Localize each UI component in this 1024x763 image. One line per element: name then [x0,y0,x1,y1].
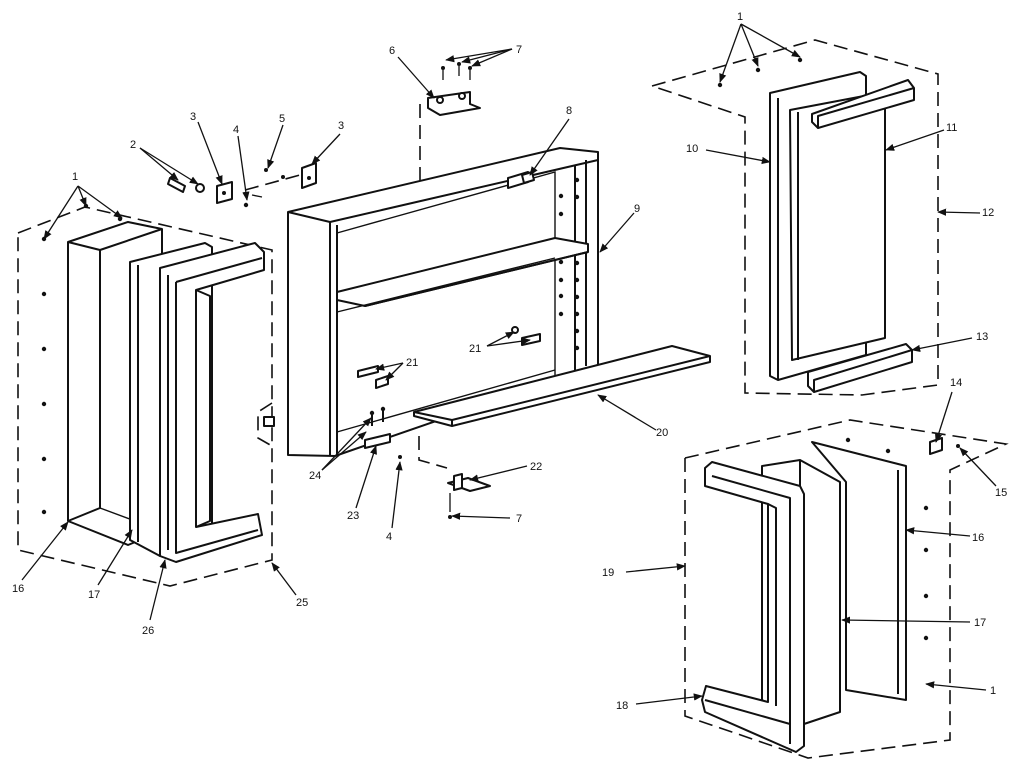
callout-25: 25 [296,597,308,609]
callout-14: 14 [950,377,962,389]
callout-20: 20 [656,427,668,439]
callout-2: 2 [130,139,136,151]
callout-6: 6 [389,45,395,57]
callout-24: 24 [309,470,321,482]
callout-21-left: 21 [406,357,418,369]
lower-right-enclosure [684,419,1009,759]
callout-22: 22 [530,461,542,473]
callout-1-left: 1 [72,171,78,183]
callout-13: 13 [976,331,988,343]
right-box-16 [811,441,907,701]
callout-4-bottom: 4 [386,531,392,543]
callout-9: 9 [634,203,640,215]
callout-16-left: 16 [12,583,24,595]
callout-21-right: 21 [469,343,481,355]
callout-7-top: 7 [516,44,522,56]
callout-19: 19 [602,567,614,579]
callout-15: 15 [995,487,1007,499]
callout-labels: 1 2 3 4 5 3 6 7 8 9 21 21 20 24 23 4 22 … [12,11,1007,712]
lower-right-cabinet-group [684,419,1009,759]
adjustable-shelf-20 [413,345,711,427]
left-side-cabinet-group [17,162,317,587]
callout-1-lower-right: 1 [990,685,996,697]
callout-8: 8 [566,105,572,117]
door-rail-13 [807,343,913,393]
callout-4-top: 4 [233,124,239,136]
center-cabinet-group [287,62,711,519]
callout-7-bottom: 7 [516,513,522,525]
leader-lines [21,23,997,705]
upper-right-door-group [649,39,939,396]
callout-3-right: 3 [338,120,344,132]
callout-23: 23 [347,510,359,522]
callout-10: 10 [686,143,698,155]
door-frame-11 [789,91,886,361]
callout-17-left: 17 [88,589,100,601]
callout-3-left: 3 [190,111,196,123]
callout-1-upper-right: 1 [737,11,743,23]
upper-right-enclosure [649,39,939,396]
callout-17-right: 17 [974,617,986,629]
callout-26: 26 [142,625,154,637]
hinge-parts [167,162,317,208]
callout-16-right: 16 [972,532,984,544]
right-frame-18 [701,461,805,753]
callout-5: 5 [279,113,285,125]
callout-18: 18 [616,700,628,712]
callout-11: 11 [946,122,957,134]
callout-12: 12 [982,207,994,219]
